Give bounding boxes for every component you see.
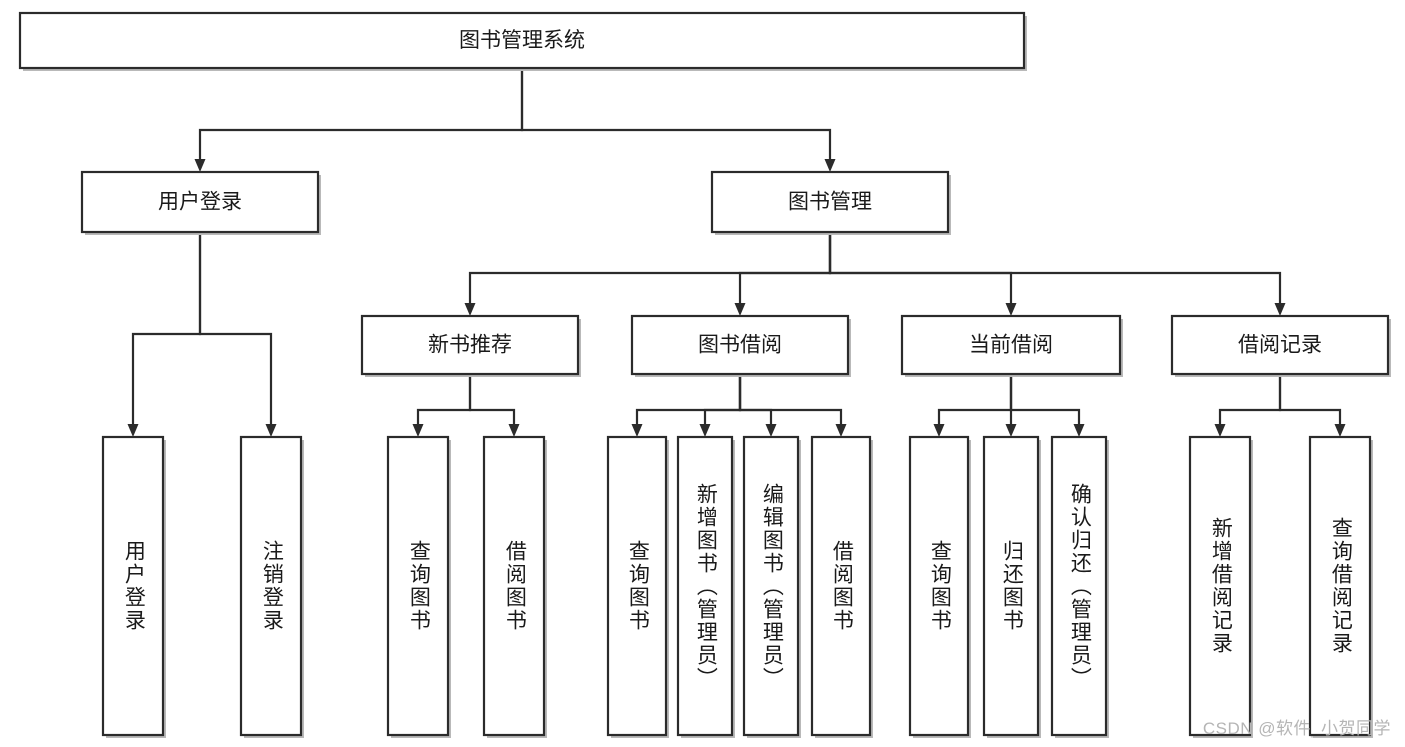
edge-book-borrow-to-leaf-bb-query-line bbox=[635, 374, 742, 424]
node-book-manage[interactable] bbox=[710, 170, 950, 234]
node-leaf-bb-query[interactable] bbox=[606, 435, 668, 737]
edge-book-manage-to-book-borrow-line bbox=[738, 232, 832, 303]
node-book-borrow-label: 图书借阅 bbox=[698, 334, 782, 357]
edge-borrow-record-to-leaf-br-query-arrow-icon bbox=[1334, 424, 1346, 437]
edge-book-manage-to-current-borrow-arrow-icon bbox=[1005, 303, 1017, 316]
edge-new-book-rec-to-leaf-rec-borrow-arrow-icon bbox=[508, 424, 520, 437]
node-current-borrow-label: 当前借阅 bbox=[969, 334, 1053, 357]
edge-book-manage-to-new-book-rec-arrow-icon bbox=[464, 303, 476, 316]
node-borrow-record[interactable] bbox=[1170, 314, 1390, 376]
edge-book-borrow-to-leaf-bb-add-arrow-icon bbox=[699, 424, 711, 437]
edge-current-borrow-to-leaf-cb-query-arrow-icon bbox=[933, 424, 945, 437]
edge-book-borrow-to-leaf-bb-add-line bbox=[703, 374, 742, 424]
edge-book-manage-to-current-borrow-line bbox=[828, 232, 1013, 303]
node-leaf-bb-add[interactable] bbox=[676, 435, 734, 737]
edge-book-manage-to-book-borrow-arrow-icon bbox=[734, 303, 746, 316]
node-leaf-bb-edit[interactable] bbox=[742, 435, 800, 737]
node-leaf-cb-confirm[interactable] bbox=[1050, 435, 1108, 737]
edge-book-borrow-to-leaf-bb-edit-arrow-icon bbox=[765, 424, 777, 437]
node-leaf-bb-borrow[interactable] bbox=[810, 435, 872, 737]
node-leaf-rec-query[interactable] bbox=[386, 435, 450, 737]
edge-borrow-record-to-leaf-br-add-arrow-icon bbox=[1214, 424, 1226, 437]
node-leaf-rec-borrow[interactable] bbox=[482, 435, 546, 737]
node-book-manage-label: 图书管理 bbox=[788, 191, 872, 214]
node-user-login[interactable] bbox=[80, 170, 320, 234]
node-root[interactable] bbox=[18, 11, 1026, 70]
edge-user-login-to-leaf-user-login-arrow-icon bbox=[127, 424, 139, 437]
edge-current-borrow-to-leaf-cb-return-arrow-icon bbox=[1005, 424, 1017, 437]
edge-book-manage-to-borrow-record-arrow-icon bbox=[1274, 303, 1286, 316]
node-leaf-cb-return[interactable] bbox=[982, 435, 1040, 737]
node-root-label: 图书管理系统 bbox=[459, 29, 585, 52]
edge-current-borrow-to-leaf-cb-query-line bbox=[937, 374, 1013, 424]
edges-layer bbox=[127, 68, 1346, 437]
node-borrow-record-label: 借阅记录 bbox=[1238, 334, 1322, 357]
edge-root-to-user-login-line bbox=[198, 68, 524, 159]
edge-new-book-rec-to-leaf-rec-query-line bbox=[416, 374, 472, 424]
node-leaf-cb-query[interactable] bbox=[908, 435, 970, 737]
edge-root-to-user-login-arrow-icon bbox=[194, 159, 206, 172]
edge-book-borrow-to-leaf-bb-edit-line bbox=[738, 374, 773, 424]
node-leaf-br-add[interactable] bbox=[1188, 435, 1252, 737]
edge-book-borrow-to-leaf-bb-borrow-line bbox=[738, 374, 843, 424]
edge-book-manage-to-borrow-record-line bbox=[828, 232, 1282, 303]
watermark-text: CSDN @软件_小贺同学 bbox=[1202, 719, 1391, 738]
node-new-book-rec-label: 新书推荐 bbox=[428, 334, 512, 357]
edge-user-login-to-leaf-user-logout-line bbox=[198, 232, 273, 424]
edge-book-borrow-to-leaf-bb-query-arrow-icon bbox=[631, 424, 643, 437]
edge-root-to-book-manage-arrow-icon bbox=[824, 159, 836, 172]
edge-book-manage-to-new-book-rec-line bbox=[468, 232, 832, 303]
edge-current-borrow-to-leaf-cb-confirm-arrow-icon bbox=[1073, 424, 1085, 437]
edge-book-borrow-to-leaf-bb-borrow-arrow-icon bbox=[835, 424, 847, 437]
node-user-login-label: 用户登录 bbox=[158, 191, 242, 214]
node-new-book-rec[interactable] bbox=[360, 314, 580, 376]
node-book-borrow[interactable] bbox=[630, 314, 850, 376]
edge-user-login-to-leaf-user-logout-arrow-icon bbox=[265, 424, 277, 437]
node-leaf-br-query[interactable] bbox=[1308, 435, 1372, 737]
boxes-layer bbox=[18, 11, 1391, 738]
edge-borrow-record-to-leaf-br-query-line bbox=[1278, 374, 1342, 424]
node-leaf-user-login[interactable] bbox=[101, 435, 165, 737]
edge-current-borrow-to-leaf-cb-confirm-line bbox=[1009, 374, 1081, 424]
edge-new-book-rec-to-leaf-rec-borrow-line bbox=[468, 374, 516, 424]
edge-root-to-book-manage-line bbox=[520, 68, 832, 159]
edge-borrow-record-to-leaf-br-add-line bbox=[1218, 374, 1282, 424]
edge-new-book-rec-to-leaf-rec-query-arrow-icon bbox=[412, 424, 424, 437]
node-leaf-user-logout[interactable] bbox=[239, 435, 303, 737]
edge-user-login-to-leaf-user-login-line bbox=[131, 232, 202, 424]
node-current-borrow[interactable] bbox=[900, 314, 1122, 376]
